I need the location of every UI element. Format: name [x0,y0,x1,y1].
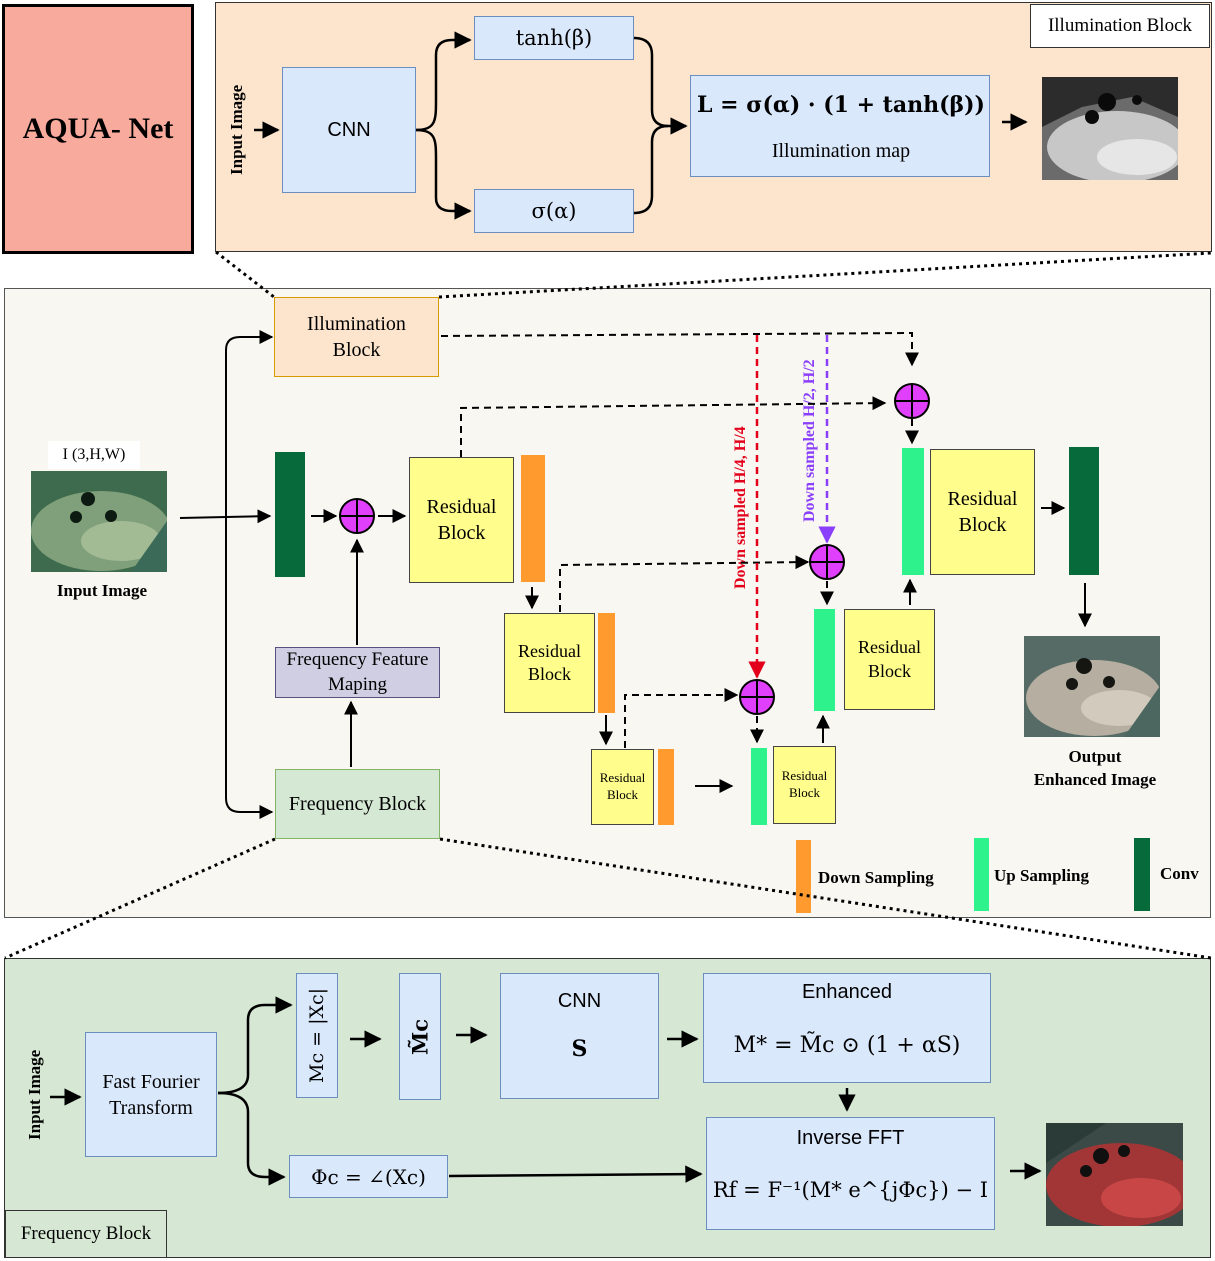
residual-block-dec-3: Residual Block [930,449,1035,575]
magnitude-box: Mc = |Xc| [296,973,338,1098]
freq-cnn-box: CNN S [500,973,659,1099]
illum-cnn-box: CNN [282,67,416,193]
input-dims-label: I (3,H,W) [48,441,140,469]
input-image-caption: Input Image [56,581,148,600]
sigma-alpha-box: σ(α) [474,189,634,233]
freq-cnn-s: S [571,1036,588,1062]
frequency-panel-label: Frequency Block [5,1210,167,1258]
phase-box: Φc = ∠(Xc) [289,1155,448,1198]
frequency-feature-mapping: Frequency Feature Maping [275,647,440,698]
magnitude-tilde-box: M̃c [399,973,441,1100]
upsample-3 [902,448,924,575]
enhanced-formula: M* = M̃c ⊙ (1 + αS) [733,1032,961,1058]
illum-input-label: Input Image [227,84,246,176]
upsample-2 [814,609,835,711]
inverse-fft-formula: Rf = F⁻¹(M* e^{jΦc}) − I [712,1178,989,1202]
freq-cnn-label: CNN [557,989,602,1012]
input-image [31,471,167,572]
title: AQUA- Net [2,4,194,254]
magnitude-tilde-label: M̃c [407,1018,433,1055]
enhanced-box: Enhanced M* = M̃c ⊙ (1 + αS) [703,973,991,1083]
illumination-formula: L = σ(α) · (1 + tanh(β)) [697,92,985,118]
illumination-block: Illumination Block [274,297,439,377]
residual-block-dec-2: Residual Block [844,609,935,710]
residual-block-enc-1: Residual Block [409,457,514,583]
legend-up-swatch [974,838,989,911]
residual-block-dec-1: Residual Block [773,746,836,824]
legend-conv-label: Conv [1160,864,1199,883]
conv-layer-input [275,452,305,577]
fft-box: Fast Fourier Transform [85,1032,217,1157]
freq-input-label: Input Image [25,1049,44,1141]
frequency-block: Frequency Block [275,769,440,839]
residual-block-enc-2: Residual Block [504,613,595,713]
downsample-1 [521,455,545,582]
legend-down-swatch [796,840,811,913]
legend-down-label: Down Sampling [818,868,934,887]
enhanced-label: Enhanced [801,980,893,1003]
magnitude-formula: Mc = |Xc| [306,987,328,1084]
conv-layer-output [1069,447,1099,575]
frequency-output-image [1046,1123,1183,1226]
downsample-2 [598,613,615,713]
down-sampled-h4-label: Down sampled H/4, H/4 [732,426,749,589]
illumination-panel-label: Illumination Block [1030,4,1210,48]
illumination-map-box: L = σ(α) · (1 + tanh(β)) Illumination ma… [690,75,990,177]
output-caption-line2: Enhanced Image [1033,770,1157,789]
residual-block-enc-3: Residual Block [591,749,654,825]
down-sampled-h2-label: Down sampled H/2, H/2 [801,359,818,523]
inverse-fft-label: Inverse FFT [796,1126,905,1149]
output-caption-line1: Output [1068,747,1122,766]
tanh-beta-box: tanh(β) [474,16,634,60]
output-enhanced-image [1024,636,1160,737]
illumination-map-image [1042,77,1178,180]
illumination-map-label: Illumination map [771,139,911,162]
upsample-1 [751,748,767,825]
legend-conv-swatch [1134,838,1150,911]
downsample-3 [658,749,674,825]
inverse-fft-box: Inverse FFT Rf = F⁻¹(M* e^{jΦc}) − I [706,1117,995,1230]
legend-up-label: Up Sampling [994,866,1089,885]
